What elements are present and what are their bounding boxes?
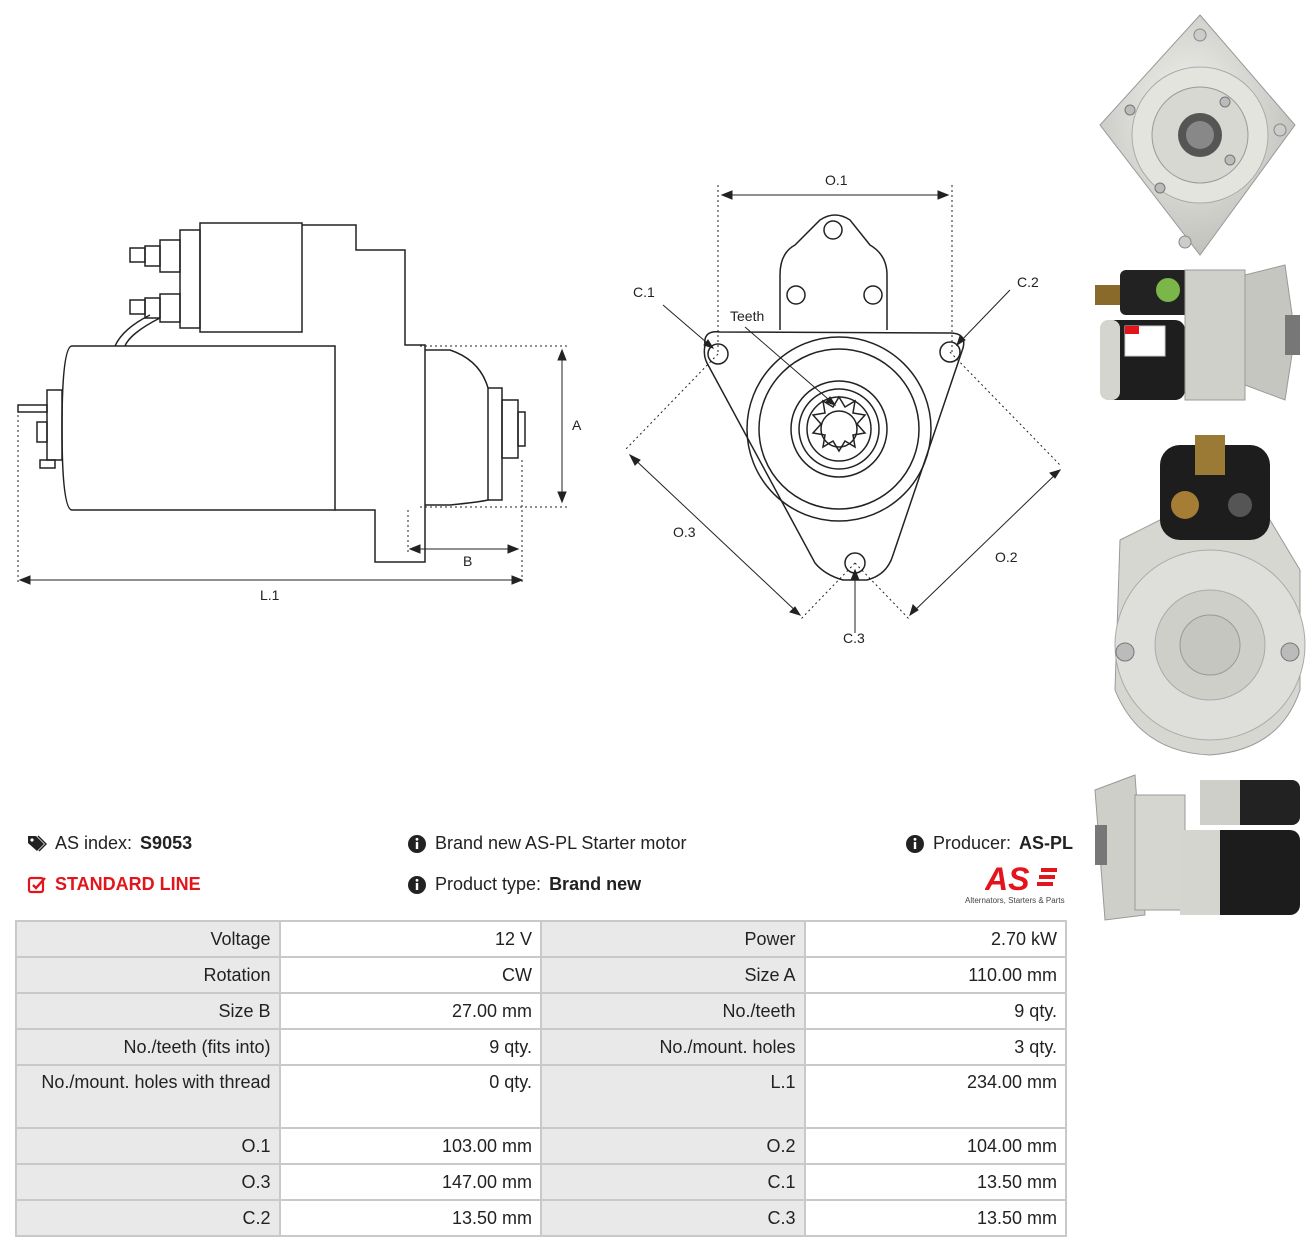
table-row: No./teeth (fits into) 9 qty. No./mount. … — [15, 1028, 1068, 1066]
spec-label: No./mount. holes — [539, 1028, 806, 1066]
table-row: Size B 27.00 mm No./teeth 9 qty. — [15, 992, 1068, 1030]
teeth-label: Teeth — [730, 308, 764, 324]
spec-label: O.1 — [15, 1127, 281, 1165]
dim-b-label: B — [463, 553, 472, 569]
front-view-drawing: O.1 C.1 C.2 Teeth O.3 O.2 C.3 — [624, 172, 1062, 646]
spec-label: No./teeth — [539, 992, 806, 1030]
producer-row: Producer: AS-PL — [905, 833, 1073, 854]
as-index-row: AS index: S9053 — [27, 833, 192, 854]
product-photo-front — [1099, 14, 1296, 256]
spec-value: 13.50 mm — [803, 1163, 1068, 1201]
spec-label: O.2 — [539, 1127, 806, 1165]
standard-line-row: STANDARD LINE — [27, 874, 201, 895]
spec-value: 103.00 mm — [278, 1127, 542, 1165]
spec-label: O.3 — [15, 1163, 281, 1201]
table-row: Rotation CW Size A 110.00 mm — [15, 956, 1068, 994]
spec-label: Power — [539, 920, 806, 958]
table-row: O.1 103.00 mm O.2 104.00 mm — [15, 1127, 1068, 1165]
table-row: C.2 13.50 mm C.3 13.50 mm — [15, 1199, 1068, 1237]
spec-value: 13.50 mm — [803, 1199, 1068, 1237]
info-icon — [906, 834, 924, 853]
as-index-value: S9053 — [140, 833, 193, 853]
info-icon — [408, 834, 426, 853]
spec-label: No./mount. holes with thread — [15, 1064, 281, 1129]
spec-label: C.3 — [539, 1199, 806, 1237]
spec-label: Size B — [15, 992, 281, 1030]
info-icon — [408, 875, 426, 894]
spec-label: L.1 — [539, 1064, 806, 1129]
as-pl-logo: AS Alternators, Starters & Parts — [965, 862, 1070, 908]
spec-value: 234.00 mm — [803, 1064, 1068, 1129]
product-type-row: Product type: Brand new — [407, 874, 641, 895]
spec-value: 9 qty. — [803, 992, 1068, 1030]
spec-value: 13.50 mm — [278, 1199, 542, 1237]
as-logo-mark: AS — [985, 862, 1057, 894]
table-row: Voltage 12 V Power 2.70 kW — [15, 920, 1068, 958]
spec-value: 0 qty. — [278, 1064, 542, 1129]
spec-value: 2.70 kW — [803, 920, 1068, 958]
spec-value: 9 qty. — [278, 1028, 542, 1066]
spec-label: Size A — [539, 956, 806, 994]
as-index-label: AS index: — [55, 833, 133, 853]
logo-tagline: Alternators, Starters & Parts — [965, 896, 1065, 905]
dim-c3-label: C.3 — [843, 630, 865, 646]
producer-label: Producer: — [933, 833, 1012, 853]
product-type-label: Product type: — [435, 874, 542, 894]
product-type-value: Brand new — [549, 874, 642, 894]
spec-value: 147.00 mm — [278, 1163, 542, 1201]
spec-label: Rotation — [15, 956, 281, 994]
brand-row: Brand new AS-PL Starter motor — [407, 833, 686, 854]
spec-value: 27.00 mm — [278, 992, 542, 1030]
product-photo-side — [1095, 264, 1300, 401]
producer-value: AS-PL — [1019, 833, 1074, 853]
spec-value: 12 V — [278, 920, 542, 958]
spec-label: C.2 — [15, 1199, 281, 1237]
spec-table: Voltage 12 V Power 2.70 kW Rotation CW S… — [15, 920, 1068, 1237]
standard-line-label: STANDARD LINE — [55, 874, 201, 894]
dim-o3-label: O.3 — [673, 524, 696, 540]
spec-label: Voltage — [15, 920, 281, 958]
tags-icon — [28, 834, 47, 852]
dim-a-label: A — [572, 417, 582, 433]
brand-text: Brand new AS-PL Starter motor — [435, 833, 687, 853]
dim-c2-label: C.2 — [1017, 274, 1039, 290]
spec-value: 3 qty. — [803, 1028, 1068, 1066]
spec-value: 110.00 mm — [803, 956, 1068, 994]
logo-text: AS — [985, 862, 1030, 894]
spec-value: 104.00 mm — [803, 1127, 1068, 1165]
dim-o2-label: O.2 — [995, 549, 1018, 565]
checkbox-checked-icon — [27, 876, 46, 893]
dim-c1-label: C.1 — [633, 284, 655, 300]
product-photo-rear — [1114, 435, 1306, 756]
side-view-drawing: A B L.1 — [17, 222, 582, 603]
spec-label: No./teeth (fits into) — [15, 1028, 281, 1066]
spec-value: CW — [278, 956, 542, 994]
dim-o1-label: O.1 — [825, 172, 848, 188]
product-photo-angle — [1094, 774, 1300, 921]
table-row: No./mount. holes with thread 0 qty. L.1 … — [15, 1064, 1068, 1129]
dim-l1-label: L.1 — [260, 587, 280, 603]
spec-label: C.1 — [539, 1163, 806, 1201]
table-row: O.3 147.00 mm C.1 13.50 mm — [15, 1163, 1068, 1201]
